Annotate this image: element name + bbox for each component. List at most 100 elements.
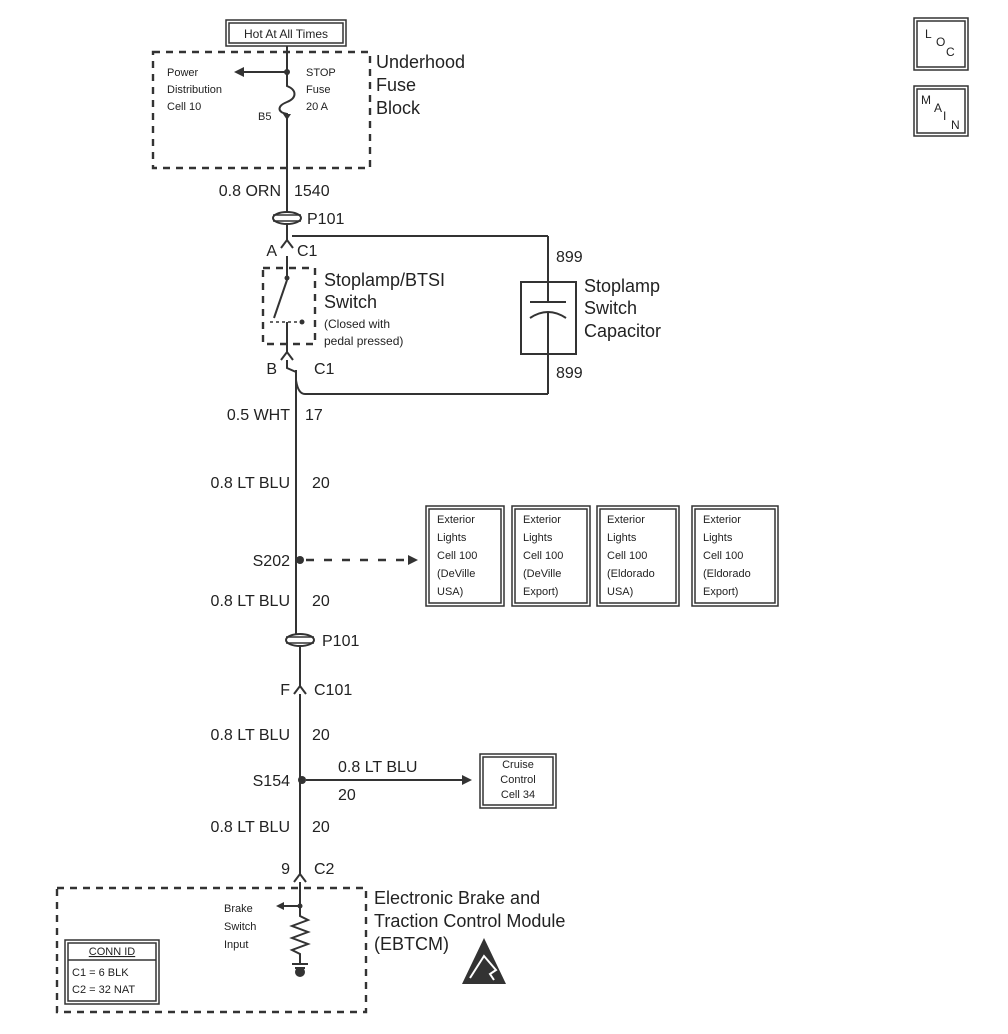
ebtcm-title-3: (EBTCM): [374, 934, 449, 954]
nine-conn-label: C2: [314, 861, 335, 878]
fuse-pin-label: B5: [258, 111, 271, 123]
p101-top-connector: P101: [272, 211, 344, 228]
svg-text:C: C: [946, 45, 955, 59]
p101-top-label: P101: [307, 211, 344, 228]
wire3-gauge: 0.8 LT BLU: [211, 475, 290, 492]
power-dist-line-3: Cell 10: [167, 101, 201, 113]
svg-text:N: N: [951, 118, 960, 132]
svg-text:(DeVille: (DeVille: [437, 568, 475, 580]
svg-text:Control: Control: [500, 774, 535, 786]
switch-title-2: Switch: [324, 292, 377, 312]
esd-warning-icon: [462, 938, 506, 984]
wire1-gauge: 0.8 ORN: [219, 183, 281, 200]
svg-text:Exterior: Exterior: [523, 514, 561, 526]
fuse-icon: [278, 72, 296, 120]
b-pin-label: B: [266, 361, 277, 378]
svg-text:Export): Export): [523, 586, 558, 598]
svg-text:(Eldorado: (Eldorado: [607, 568, 655, 580]
cap-circuit-top: 899: [556, 249, 583, 266]
conn-id-row-1: C1 = 6 BLK: [72, 967, 129, 979]
switch-note-1: (Closed with: [324, 317, 390, 331]
hot-at-all-times-label: Hot At All Times: [225, 19, 347, 47]
wire2-gauge: 0.5 WHT: [227, 407, 290, 424]
svg-text:L: L: [925, 27, 932, 41]
exterior-box-1: Exterior Lights Cell 100 (DeVille USA): [425, 505, 505, 607]
svg-text:Lights: Lights: [607, 532, 637, 544]
cruise-control-box: Cruise Control Cell 34: [479, 753, 557, 809]
fuse-line-2: Fuse: [306, 84, 330, 96]
a-conn-label: C1: [297, 243, 318, 260]
conn-id-row-2: C2 = 32 NAT: [72, 984, 135, 996]
svg-text:Exterior: Exterior: [437, 514, 475, 526]
power-dist-line-1: Power: [167, 67, 199, 79]
svg-text:Cell 100: Cell 100: [523, 550, 563, 562]
stoplamp-switch: Stoplamp/BTSI Switch (Closed with pedal …: [261, 256, 445, 352]
svg-text:Exterior: Exterior: [703, 514, 741, 526]
svg-text:I: I: [943, 109, 946, 123]
brake-input-3: Input: [224, 939, 248, 951]
conn-id-box: CONN ID C1 = 6 BLK C2 = 32 NAT: [64, 939, 160, 1005]
p101-bottom-connector: P101: [285, 633, 359, 650]
cap-circuit-bottom: 899: [556, 365, 583, 382]
svg-text:Exterior: Exterior: [607, 514, 645, 526]
wire7-gauge: 0.8 LT BLU: [211, 819, 290, 836]
fuse-block-title-1: Underhood: [376, 52, 465, 72]
b-conn-label: C1: [314, 361, 335, 378]
ebtcm-module: Electronic Brake and Traction Control Mo…: [55, 882, 565, 1014]
underhood-fuse-block: Underhood Fuse Block Power Distribution …: [151, 50, 465, 170]
s202-label: S202: [253, 553, 290, 570]
svg-text:Export): Export): [703, 586, 738, 598]
wire4-circuit: 20: [312, 593, 330, 610]
stoplamp-switch-capacitor: Stoplamp Switch Capacitor: [520, 276, 661, 355]
arrow-left-icon: [234, 67, 244, 77]
svg-text:A: A: [934, 101, 942, 115]
switch-title-1: Stoplamp/BTSI: [324, 270, 445, 290]
conn-id-title: CONN ID: [89, 946, 136, 958]
s154-splice-dot: [298, 776, 306, 784]
ebtcm-title-1: Electronic Brake and: [374, 888, 540, 908]
brake-input-1: Brake: [224, 903, 253, 915]
switch-note-2: pedal pressed): [324, 334, 403, 348]
arrow-right-icon: [462, 775, 472, 785]
arrow-left-icon: [276, 902, 284, 910]
wire6-gauge: 0.8 LT BLU: [338, 759, 417, 776]
wire6-circuit: 20: [338, 787, 356, 804]
brake-input-2: Switch: [224, 921, 256, 933]
wire7-circuit: 20: [312, 819, 330, 836]
wire5-circuit: 20: [312, 727, 330, 744]
f-pin-label: F: [280, 682, 290, 699]
a-pin-label: A: [266, 243, 277, 260]
source-label: Hot At All Times: [244, 27, 328, 41]
wire1-circuit: 1540: [294, 183, 330, 200]
svg-text:Lights: Lights: [523, 532, 553, 544]
p101-bottom-label: P101: [322, 633, 359, 650]
wire4-gauge: 0.8 LT BLU: [211, 593, 290, 610]
main-nav-button[interactable]: M A I N: [913, 85, 969, 137]
svg-text:M: M: [921, 93, 931, 107]
arrow-right-icon: [408, 555, 418, 565]
cap-title-3: Capacitor: [584, 321, 661, 341]
s202-splice-dot: [296, 556, 304, 564]
s154-label: S154: [253, 773, 290, 790]
nine-pin-label: 9: [281, 861, 290, 878]
switch-contact-icon: [273, 279, 288, 319]
svg-text:Cell 100: Cell 100: [607, 550, 647, 562]
fuse-line-3: 20 A: [306, 101, 329, 113]
ebtcm-title-2: Traction Control Module: [374, 911, 565, 931]
wire3-circuit: 20: [312, 475, 330, 492]
svg-text:Cell 34: Cell 34: [501, 789, 535, 801]
svg-text:(DeVille: (DeVille: [523, 568, 561, 580]
loc-nav-button[interactable]: L O C: [913, 17, 969, 71]
fuse-block-title-3: Block: [376, 98, 421, 118]
exterior-box-4: Exterior Lights Cell 100 (Eldorado Expor…: [691, 505, 779, 607]
fuse-line-1: STOP: [306, 67, 336, 79]
f-conn-label: C101: [314, 682, 352, 699]
svg-text:USA): USA): [607, 586, 633, 598]
wire2-circuit: 17: [305, 407, 323, 424]
exterior-box-3: Exterior Lights Cell 100 (Eldorado USA): [596, 505, 680, 607]
cap-title-1: Stoplamp: [584, 276, 660, 296]
svg-text:Lights: Lights: [437, 532, 467, 544]
svg-text:Cell 100: Cell 100: [437, 550, 477, 562]
wire5-gauge: 0.8 LT BLU: [211, 727, 290, 744]
svg-text:Lights: Lights: [703, 532, 733, 544]
